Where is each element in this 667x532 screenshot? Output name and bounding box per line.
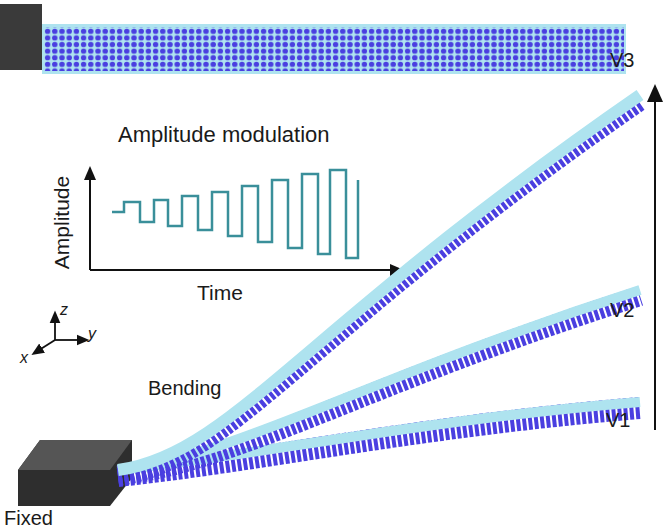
axis-label: Time [197, 282, 243, 303]
voltage-label: V3 [610, 50, 634, 70]
voltage-label: V1 [606, 410, 630, 430]
axis-name: x [20, 350, 28, 366]
plot-title: Amplitude modulation [118, 124, 330, 146]
motion-label: Bending [148, 378, 221, 398]
part-name: Fixed [4, 508, 53, 528]
axis-name: z [60, 302, 68, 318]
axis-label: Amplitude [51, 175, 72, 268]
voltage-label: V2 [610, 300, 634, 320]
axis-name: y [88, 326, 96, 342]
